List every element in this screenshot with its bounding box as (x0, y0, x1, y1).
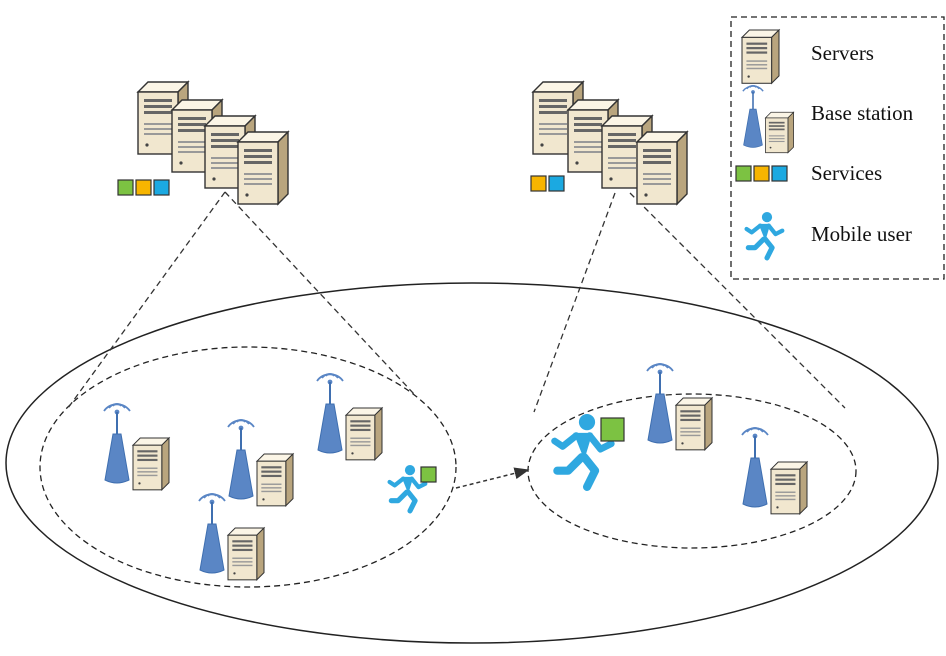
service-blue-icon (548, 175, 565, 192)
services-left (117, 179, 170, 196)
legend-label-mobile-user: Mobile user (811, 222, 912, 246)
legend-label-servers: Servers (811, 41, 874, 65)
server-icon (237, 131, 289, 205)
carried-service-icon (420, 466, 437, 483)
service-orange-icon (530, 175, 547, 192)
mobile-user-icon (390, 465, 426, 511)
left-coverage-area (39, 346, 457, 588)
legend-label-services: Services (811, 161, 882, 185)
services-right (530, 175, 565, 192)
services-icon (735, 165, 788, 182)
service-orange-icon (135, 179, 152, 196)
base-station-icon (199, 494, 264, 580)
base-station-icon (228, 420, 293, 506)
migration-arrow (455, 467, 530, 489)
service-blue-icon (153, 179, 170, 196)
base-station-icon (104, 404, 169, 490)
connection-lines (67, 191, 846, 413)
base-station-icon (317, 374, 382, 460)
server-icon (741, 29, 780, 84)
legend: Servers Base station Services Mobile use… (730, 16, 945, 280)
base-station-icon (742, 428, 807, 514)
service-green-icon (117, 179, 134, 196)
carried-service-icon (600, 417, 625, 442)
region-ellipse (5, 282, 939, 644)
base-station-icon (647, 364, 712, 450)
legend-label-base-station: Base station (811, 101, 914, 125)
server-icon (636, 131, 688, 205)
